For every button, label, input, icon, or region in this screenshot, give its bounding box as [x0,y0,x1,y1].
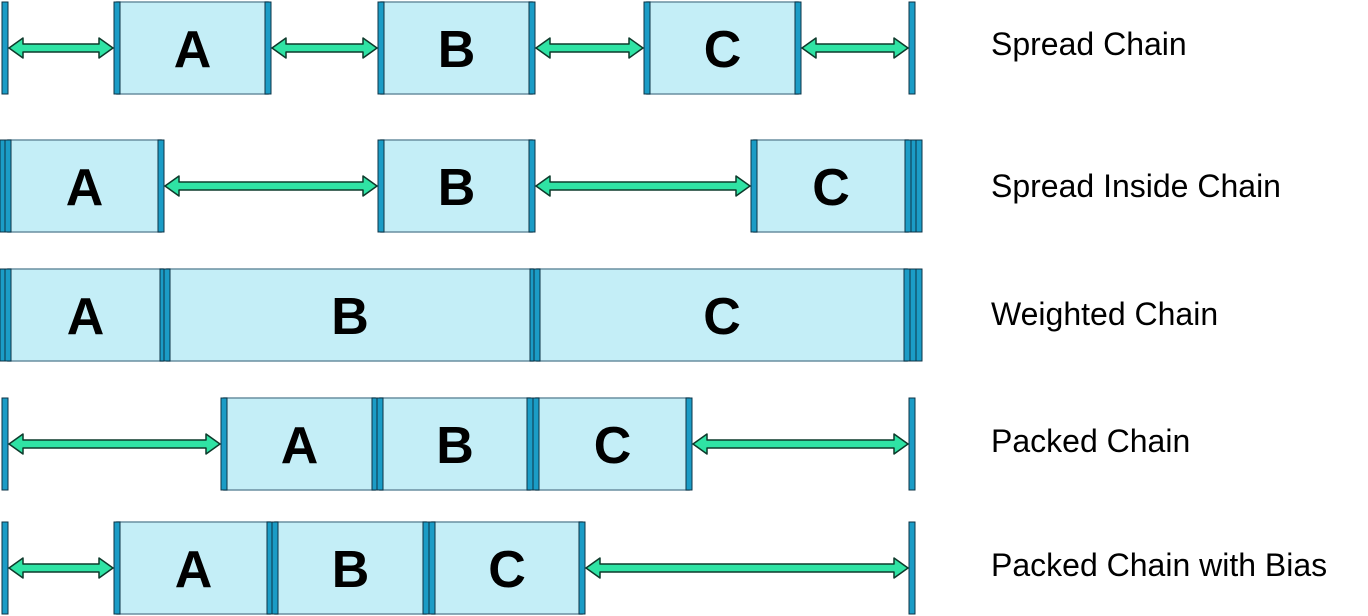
widget-label: B [438,21,476,79]
constraint-bar [528,1,536,95]
constraint-bar [1,397,9,491]
double-arrow [585,557,909,579]
constraint-bar [422,521,430,615]
widget-box [379,397,531,491]
constraint-bar [163,268,171,362]
constraint-bar [220,397,228,491]
constraint-bar [903,268,911,362]
row-label-weighted-chain: Weighted Chain [991,296,1218,332]
constraint-bar [1,1,9,95]
widget-label: B [332,541,370,599]
row-label-spread-inside-chain: Spread Inside Chain [991,168,1281,204]
constraint-bar [908,521,916,615]
double-arrow [801,37,909,59]
double-arrow [271,37,378,59]
widget-box [535,397,690,491]
constraint-bar [908,1,916,95]
widget-label: C [488,541,526,599]
constraint-bar [533,268,541,362]
constraint-bar [264,1,272,95]
widget-label: C [812,159,850,217]
widget-box [536,268,908,362]
constraint-bar [750,139,758,233]
widget-box [380,1,533,95]
double-arrow [692,433,909,455]
row-label-packed-chain: Packed Chain [991,423,1190,459]
constraint-bar [915,139,923,233]
constraint-bar [271,521,279,615]
widget-box [7,139,162,233]
widget-label: B [436,417,474,475]
widget-label: C [703,288,741,346]
constraint-bar [578,521,586,615]
row-spread-chain: A B C [1,1,916,95]
constraint-bar [904,139,912,233]
constraint-bar [909,268,917,362]
constraint-bar [376,397,384,491]
constraint-bar [685,397,693,491]
widget-box [116,1,269,95]
double-arrow [8,433,221,455]
widget-box [753,139,909,233]
constraint-bar [377,1,385,95]
constraint-bar [1,521,9,615]
widget-label: A [174,21,212,79]
constraint-bar [526,397,534,491]
widget-box [274,521,427,615]
widget-box [223,397,376,491]
widget-label: B [331,288,369,346]
constraint-bar [4,268,12,362]
widget-label: A [66,159,104,217]
constraint-bar [113,1,121,95]
widget-label: B [438,159,476,217]
widget-label: A [281,417,319,475]
widget-box [431,521,583,615]
constraint-bar [915,268,923,362]
constraint-bar [428,521,436,615]
constraint-bar [528,139,536,233]
constraint-bar [908,397,916,491]
widget-box [380,139,533,233]
constraint-bar [532,397,540,491]
constraint-bar [157,139,165,233]
row-label-packed-chain-with-bias: Packed Chain with Bias [991,547,1327,583]
constraint-bar [4,139,12,233]
widget-label: A [67,288,105,346]
row-label-spread-chain: Spread Chain [991,26,1187,62]
widget-box [7,268,164,362]
constraint-bar [643,1,651,95]
row-packed-chain-with-bias: A B C [1,521,916,615]
row-packed-chain: A B C [1,397,916,491]
double-arrow [8,37,114,59]
widget-label: A [175,541,213,599]
constraint-bar [794,1,802,95]
double-arrow [8,557,114,579]
row-weighted-chain: A B C [0,268,923,362]
widget-box [646,1,799,95]
double-arrow [535,37,644,59]
double-arrow [535,175,751,197]
double-arrow [164,175,378,197]
row-spread-inside-chain: A B C [0,139,923,233]
widget-label: C [704,21,742,79]
constraint-bar [377,139,385,233]
constraint-bar [113,521,121,615]
widget-label: C [594,417,632,475]
widget-box [166,268,534,362]
